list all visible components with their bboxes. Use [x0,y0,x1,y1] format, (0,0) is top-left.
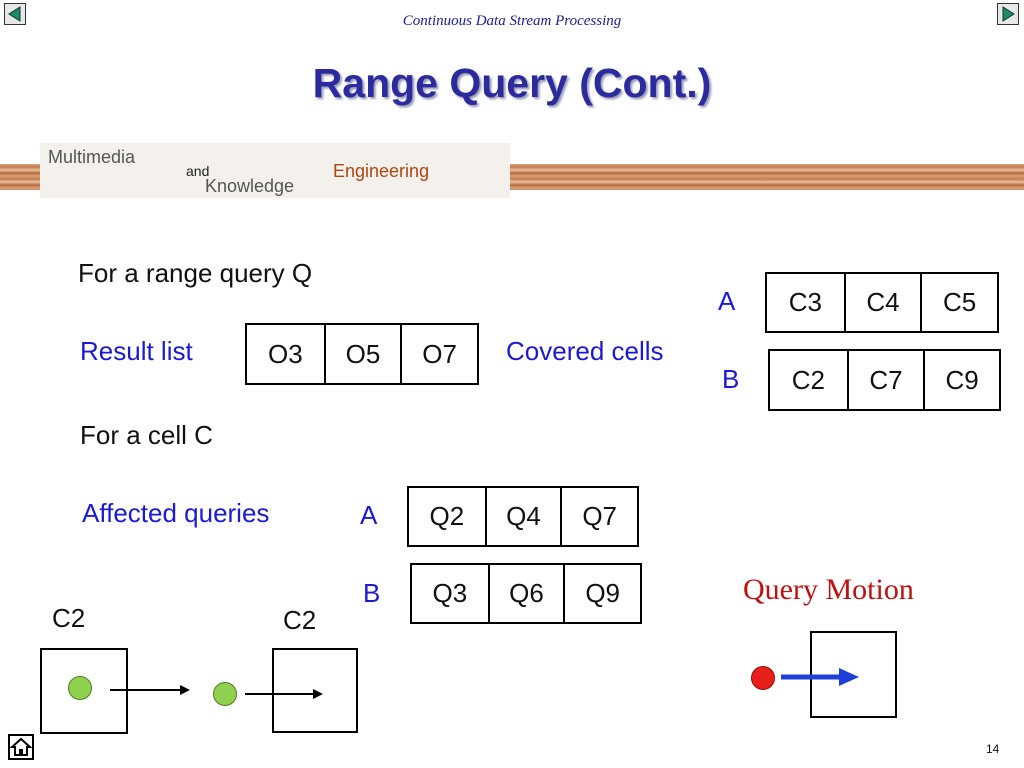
logo: Multimedia and Knowledge Engineering [40,143,510,198]
triangle-right-icon [1002,6,1015,22]
logo-word-engineering: Engineering [333,161,430,181]
query-cell: Q2 [429,501,465,531]
result-cell: O5 [323,325,401,383]
query-cell: Q7 [560,488,637,545]
covered-cell: C9 [923,351,999,409]
covered-cell: C4 [843,274,921,331]
query-dot [751,666,775,690]
cell-label-c2-right: C2 [283,605,317,635]
covered-cells-label: Covered cells [506,336,664,366]
cell-label-c2-left: C2 [52,603,86,633]
range-query-heading: For a range query Q [78,258,313,288]
affected-queries-label: Affected queries [82,498,270,528]
result-cell: O7 [400,325,477,383]
next-slide-button[interactable] [997,3,1019,25]
covered-cell: C2 [791,364,825,395]
query-cell: Q3 [432,578,468,608]
page-number: 14 [986,742,1000,756]
triangle-left-icon [8,6,21,22]
cell-heading: For a cell C [80,420,213,450]
home-icon [9,737,33,756]
result-list-label: Result list [80,336,193,366]
query-cell: Q4 [484,488,561,545]
query-cell: Q9 [563,565,640,622]
affected-row-label-b: B [363,578,381,608]
affected-row-label-a: A [360,500,378,530]
affected-queries-row-b: Q3 Q6 Q9 [410,563,642,624]
header-text: Continuous Data Stream Processing [402,13,622,29]
query-motion-arrow [781,668,859,686]
logo-word-knowledge: Knowledge [205,176,295,196]
covered-cell: C7 [846,351,924,409]
previous-slide-button[interactable] [4,3,26,25]
move-arrow-right [245,689,323,699]
covered-row-label-a: A [718,286,736,316]
query-motion-label: Query Motion [743,573,914,606]
covered-row-label-b: B [722,364,740,394]
object-dot-after [213,682,237,706]
logo-word-and: and [186,163,210,179]
covered-cell: C3 [788,287,822,317]
covered-cells-row-a: C3 C4 C5 [765,272,999,333]
logo-word-multimedia: Multimedia [48,147,136,167]
move-arrow-left [110,685,190,695]
home-button[interactable] [8,734,34,760]
object-dot-before [68,676,92,700]
result-cell: O3 [267,338,303,369]
query-cell: Q6 [487,565,564,622]
covered-cells-row-b: C2 C7 C9 [768,349,1001,411]
result-list: O3 O5 O7 [245,323,479,385]
page-title: Range Query (Cont.) [312,60,712,106]
affected-queries-row-a: Q2 Q4 Q7 [407,486,639,547]
covered-cell: C5 [920,274,997,331]
